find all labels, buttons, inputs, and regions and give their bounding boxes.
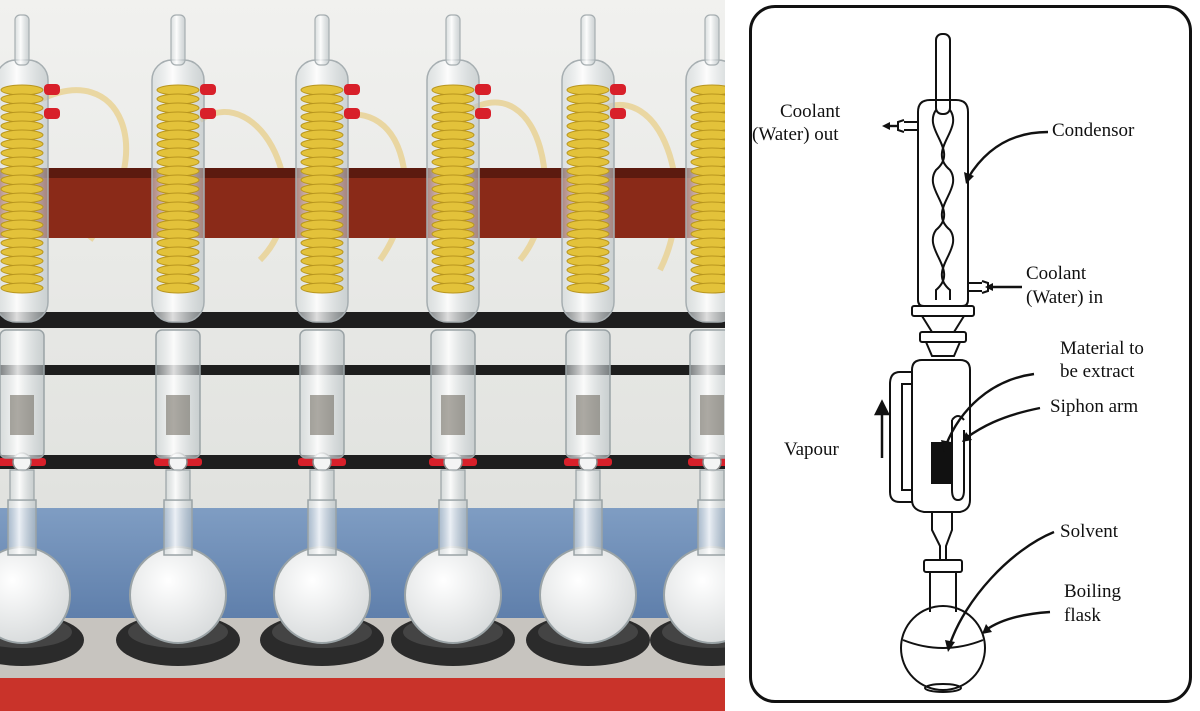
material-label-2: be extract — [1060, 361, 1135, 382]
extraction-chamber — [0, 329, 45, 459]
tube-connector — [44, 108, 60, 119]
extraction-chamber — [299, 329, 345, 459]
material-label-1: Material to — [1060, 338, 1144, 359]
extractor-unit — [650, 14, 725, 666]
coil-turn — [690, 255, 725, 267]
extractor-unit — [260, 14, 384, 666]
tube-connector — [44, 84, 60, 95]
coil-turn — [690, 228, 725, 240]
boiling-flask-label-1: Boiling — [1064, 581, 1122, 602]
coil-turn — [690, 174, 725, 186]
coolant-out-label-1: Coolant — [780, 101, 841, 122]
coolant-in-label-2: (Water) in — [1026, 287, 1104, 308]
extraction-chamber — [565, 329, 611, 459]
coil-turn — [0, 282, 44, 294]
tube-connector — [610, 84, 626, 95]
extraction-chamber — [689, 329, 725, 459]
coil-turn — [690, 192, 725, 204]
coil-turn — [690, 93, 725, 105]
red-shelf-panel — [0, 168, 725, 238]
coil-turn — [690, 165, 725, 177]
flask-neck — [7, 499, 37, 556]
coil-turn — [156, 282, 200, 294]
coil-turn — [690, 102, 725, 114]
tube-connector — [344, 84, 360, 95]
coil-turn — [690, 84, 725, 96]
coil-turn — [690, 264, 725, 276]
extractor-unit — [391, 14, 515, 666]
extractor-unit — [0, 14, 84, 666]
tube-connector — [344, 108, 360, 119]
red-base — [0, 678, 725, 711]
tube-connector — [610, 108, 626, 119]
flask-neck — [307, 499, 337, 556]
coil-turn — [566, 282, 610, 294]
soxhlet-apparatus-photo — [0, 0, 725, 711]
coil-turn — [690, 201, 725, 213]
coil-turn — [690, 282, 725, 294]
solvent-label: Solvent — [1060, 521, 1119, 542]
flask-neck — [438, 499, 468, 556]
tube-connector — [200, 108, 216, 119]
coil-turn — [300, 282, 344, 294]
coil-turn — [690, 111, 725, 123]
extractor-unit — [526, 14, 650, 666]
extractor-unit — [116, 14, 240, 666]
coil-turn — [690, 273, 725, 285]
round-flask — [129, 546, 227, 644]
vapour-label: Vapour — [784, 439, 839, 460]
extraction-chamber — [430, 329, 476, 459]
coil-turn — [690, 210, 725, 222]
coolant-out-label-2: (Water) out — [752, 124, 839, 145]
flask-neck — [573, 499, 603, 556]
coil-turn — [690, 237, 725, 249]
coil-turn — [690, 246, 725, 258]
flask-neck — [163, 499, 193, 556]
condensor-label: Condensor — [1052, 120, 1135, 141]
coil-turn — [690, 219, 725, 231]
round-flask — [273, 546, 371, 644]
round-flask — [404, 546, 502, 644]
coil-turn — [690, 120, 725, 132]
extraction-chamber — [155, 329, 201, 459]
siphon-arm-label: Siphon arm — [1050, 396, 1139, 417]
coil-turn — [690, 129, 725, 141]
coil-turn — [431, 282, 475, 294]
tube-connector — [200, 84, 216, 95]
boiling-flask-label-2: flask — [1064, 605, 1101, 626]
tube-connector — [475, 108, 491, 119]
coil-turn — [690, 138, 725, 150]
coolant-in-label-1: Coolant — [1026, 263, 1087, 284]
round-flask — [539, 546, 637, 644]
flask-neck — [697, 499, 725, 556]
coil-turn — [690, 156, 725, 168]
coil-turn — [690, 147, 725, 159]
tube-connector — [475, 84, 491, 95]
coil-turn — [690, 183, 725, 195]
